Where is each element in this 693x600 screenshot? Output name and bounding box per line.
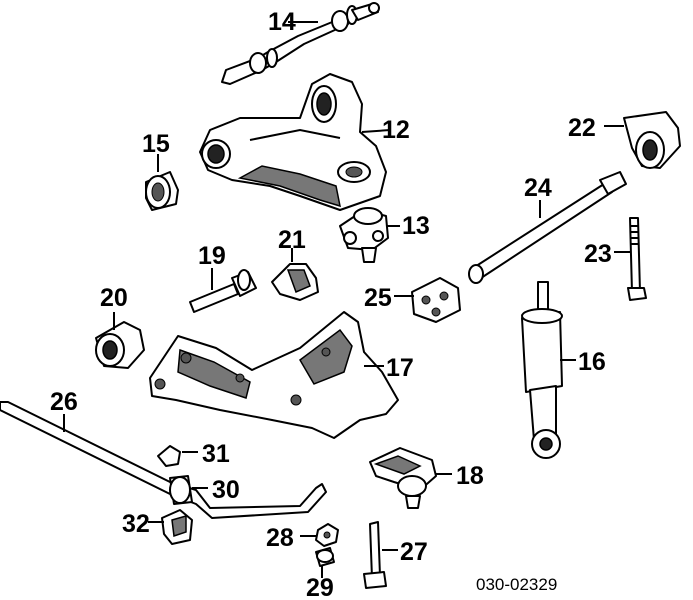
part-22-bushing	[604, 111, 681, 169]
part-21-bump-stopper	[271, 248, 319, 301]
callout-29: 29	[306, 574, 334, 600]
part-17-crossmember	[149, 311, 399, 439]
callout-28: 28	[266, 524, 294, 552]
callout-18: 18	[456, 462, 484, 490]
callout-16: 16	[578, 348, 606, 376]
part-18-lower-ball-joint	[369, 447, 452, 509]
part-25-bracket	[394, 277, 461, 323]
part-23-bolt	[614, 217, 647, 301]
callout-24: 24	[524, 174, 552, 202]
part-15-bushing	[145, 154, 179, 211]
part-19-bolt	[189, 268, 257, 313]
callout-20: 20	[100, 284, 128, 312]
callout-32: 32	[122, 510, 150, 538]
part-16-shock-absorber	[521, 281, 576, 459]
part-24-torsion-bar	[468, 171, 627, 284]
part-30-stabilizer-bushing	[169, 475, 208, 505]
part-20-bushing	[95, 312, 145, 369]
part-31-clamp	[157, 445, 198, 467]
part-27-bolt	[363, 521, 398, 589]
callout-13: 13	[402, 212, 430, 240]
callout-21: 21	[278, 226, 306, 254]
callout-labels: 14 12 15 22 24 13 21 19 23 20 25 16 17 2…	[50, 8, 612, 600]
callout-23: 23	[584, 240, 612, 268]
callout-27: 27	[400, 538, 428, 566]
part-12-upper-control-arm	[199, 73, 391, 211]
callout-30: 30	[212, 476, 240, 504]
callout-26: 26	[50, 388, 78, 416]
part-32-bracket	[148, 509, 193, 545]
reference-code: 030-02329	[476, 575, 557, 594]
callout-12: 12	[382, 116, 410, 144]
callout-31: 31	[202, 440, 230, 468]
part-29-bushing	[315, 547, 335, 578]
callout-14: 14	[268, 8, 296, 36]
part-13-upper-ball-joint	[339, 207, 400, 263]
part-28-nut	[300, 523, 339, 547]
callout-25: 25	[364, 284, 392, 312]
part-14-upper-arm-shaft	[221, 2, 380, 85]
callout-19: 19	[198, 242, 226, 270]
callout-17: 17	[386, 354, 414, 382]
callout-15: 15	[142, 130, 170, 158]
callout-22: 22	[568, 114, 596, 142]
